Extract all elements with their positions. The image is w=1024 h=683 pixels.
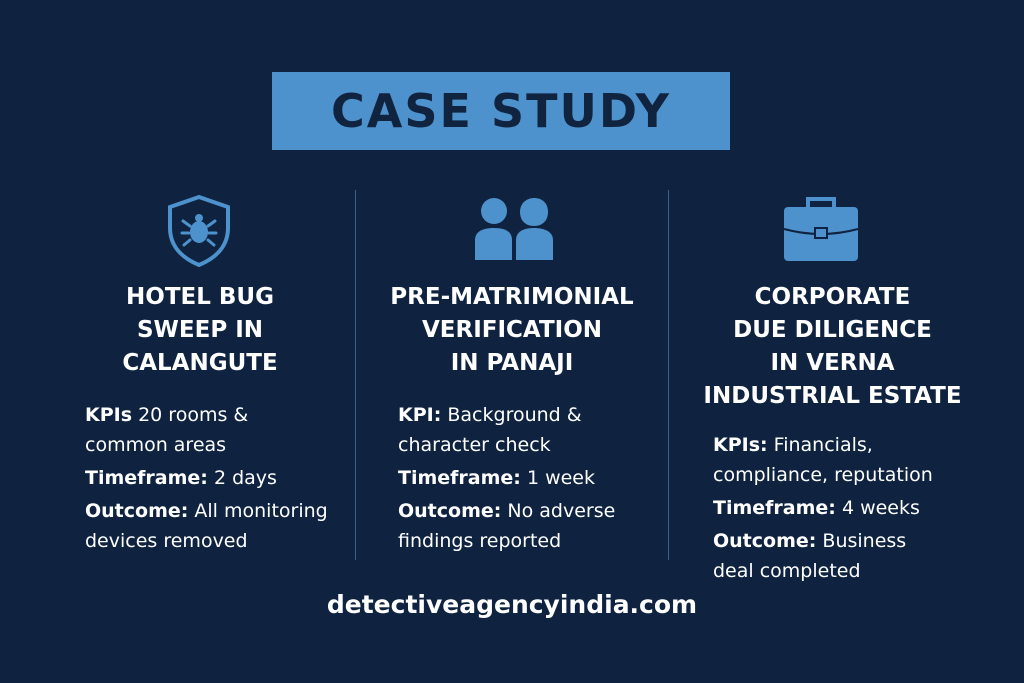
two-people-icon (475, 198, 553, 260)
outcome-label: Outcome: (713, 530, 817, 552)
heading-line: VERIFICATION (422, 317, 602, 343)
timeframe-value: 4 weeks (841, 497, 920, 519)
divider (668, 190, 669, 560)
timeframe-value: 1 week (526, 467, 596, 489)
heading-line: DUE DILIGENCE (733, 317, 932, 343)
case-details: KPIs 20 rooms & common areas Timeframe: 2… (85, 400, 328, 559)
title-banner: CASE STUDY (272, 72, 730, 150)
outcome-value: No adverse (507, 500, 616, 522)
heading-line: CORPORATE (754, 284, 911, 310)
kpi-value: compliance, reputation (713, 464, 933, 486)
kpi-value: character check (398, 434, 551, 456)
website-url: detectiveagencyindia.com (326, 590, 698, 619)
kpi-label: KPIs: (713, 434, 768, 456)
outcome-value: Business (822, 530, 907, 552)
kpi-value: Background & (447, 404, 582, 426)
heading-line: SWEEP IN (136, 317, 264, 343)
briefcase-icon (783, 197, 859, 261)
outcome-value: deal completed (713, 560, 861, 582)
kpi-value: 20 rooms & (138, 404, 249, 426)
kpi-label: KPI: (398, 404, 442, 426)
kpi-label: KPIs (85, 404, 133, 426)
page-title: CASE STUDY (331, 84, 671, 138)
outcome-value: devices removed (85, 530, 248, 552)
outcome-label: Outcome: (398, 500, 502, 522)
heading-line: INDUSTRIAL ESTATE (703, 383, 962, 409)
case-heading: HOTEL BUG SWEEP IN CALANGUTE (80, 281, 320, 380)
shield-bug-icon (168, 194, 230, 268)
kpi-value: common areas (85, 434, 227, 456)
heading-line: IN VERNA (770, 350, 895, 376)
timeframe-value: 2 days (213, 467, 277, 489)
divider (355, 190, 356, 560)
heading-line: HOTEL BUG (126, 284, 274, 310)
timeframe-label: Timeframe: (713, 497, 836, 519)
heading-line: IN PANAJI (450, 350, 574, 376)
timeframe-label: Timeframe: (85, 467, 208, 489)
outcome-value: findings reported (398, 530, 562, 552)
outcome-value: All monitoring (194, 500, 328, 522)
heading-line: PRE-MATRIMONIAL (390, 284, 634, 310)
case-details: KPIs: Financials,compliance, reputation … (713, 430, 933, 589)
case-details: KPI: Background & character check Timefra… (398, 400, 615, 559)
kpi-value: Financials, (773, 434, 873, 456)
outcome-label: Outcome: (85, 500, 189, 522)
timeframe-label: Timeframe: (398, 467, 521, 489)
case-heading: PRE-MATRIMONIAL VERIFICATION IN PANAJI (372, 281, 652, 380)
heading-line: CALANGUTE (122, 350, 278, 376)
case-heading: CORPORATE DUE DILIGENCE IN VERNA INDUSTR… (680, 281, 985, 413)
